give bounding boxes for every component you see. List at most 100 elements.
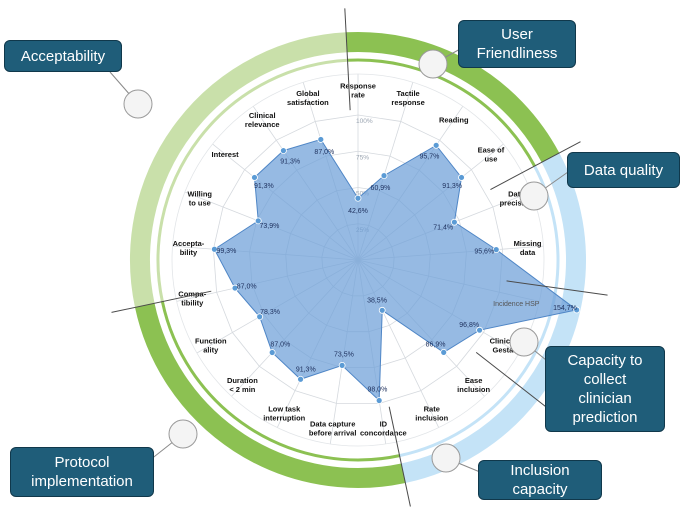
ring-data-quality-inner <box>533 165 560 289</box>
ring-protocol-implementation-inner <box>160 301 400 462</box>
radar-point <box>492 246 500 254</box>
value-label: 91,3% <box>296 366 316 373</box>
value-label: 91,3% <box>280 159 300 166</box>
inclusion-capacity-callout: Inclusion capacity <box>478 460 602 500</box>
value-label: 91,3% <box>254 183 274 190</box>
axis-label: Compa-tibility <box>178 289 206 307</box>
value-label: 71,4% <box>433 225 453 232</box>
radar-point <box>378 306 386 314</box>
value-label: 78,3% <box>260 309 280 316</box>
value-label: 73,9% <box>259 223 279 230</box>
radar-area: 42,6% 60,9% 95,7% 91,3% 71,4% 95,6% 154,7% 96,8… <box>211 136 581 404</box>
ring-inclusion-capacity <box>401 387 538 484</box>
clinician-prediction-connector-circle <box>509 327 539 357</box>
data-quality-callout: Data quality <box>567 152 680 188</box>
value-label: 95,7% <box>419 153 439 160</box>
value-label: 96,8% <box>459 322 479 329</box>
radar-outer-circle <box>171 73 545 447</box>
ring-acceptability <box>130 32 348 308</box>
acceptability-connector-circle <box>123 89 153 119</box>
clinician-prediction-callout: Capacity to collect clinician prediction <box>545 346 665 432</box>
category-divider <box>388 406 411 507</box>
protocol-implementation-connector-circle <box>168 419 198 449</box>
radar-point <box>573 306 581 314</box>
axis-label: Duration< 2 min <box>227 376 258 394</box>
ring-label: 100% <box>356 118 373 125</box>
category-divider <box>475 351 557 416</box>
value-label: 87,0% <box>237 283 257 290</box>
category-divider <box>490 141 581 191</box>
radar-point <box>211 245 218 253</box>
protocol-implementation-callout: Protocol implementation <box>10 447 154 497</box>
ring-protocol-implementation <box>134 303 406 488</box>
user-friendliness-connector-circle <box>418 49 448 79</box>
radar-data-area <box>213 138 578 402</box>
radar-point <box>432 141 440 149</box>
value-label: 87,0% <box>314 149 334 156</box>
radar-point <box>375 397 383 404</box>
callout-connectors <box>109 47 569 473</box>
category-divider <box>506 280 608 296</box>
data-quality-connector-circle <box>519 181 549 211</box>
overflow-note: Incidence HSP <box>493 301 540 308</box>
radar-point <box>280 147 287 155</box>
value-label: 99,3% <box>216 248 236 255</box>
category-divider <box>111 290 212 313</box>
value-label: 91,3% <box>442 183 462 190</box>
ring-user-friendliness-inner <box>347 58 536 167</box>
axis-label: Interest <box>212 150 240 159</box>
ring-data-quality <box>541 152 586 292</box>
acceptability-callout: Acceptability <box>4 40 122 72</box>
radar-point <box>268 349 276 356</box>
ring-clinician-prediction <box>521 288 584 401</box>
value-label: 86,9% <box>426 342 446 349</box>
value-label: 42,6% <box>348 208 368 215</box>
radar-point <box>476 326 483 334</box>
category-divider <box>344 8 351 111</box>
radar-point <box>338 361 346 369</box>
value-label: 60,9% <box>371 185 391 192</box>
category-dividers <box>111 8 608 507</box>
radar-point <box>354 194 362 202</box>
radar-point <box>440 348 448 356</box>
radar-grid-ring <box>213 114 503 404</box>
ring-label: 75% <box>356 154 369 161</box>
ring-user-friendliness <box>346 32 560 163</box>
value-label: 95,6% <box>474 249 494 256</box>
radar-point <box>297 375 304 383</box>
inclusion-capacity-connector-circle <box>431 443 461 473</box>
user-friendliness-callout: User Friendliness <box>458 20 576 68</box>
radar-point <box>231 284 239 292</box>
radar-point <box>450 218 458 226</box>
ring-acceptability-inner <box>156 58 348 302</box>
radar-point <box>380 172 388 180</box>
radar-point <box>458 174 465 181</box>
axis-label: Reading <box>439 116 469 125</box>
value-label: 87,0% <box>270 342 290 349</box>
value-label: 98,0% <box>367 387 387 394</box>
radar-point <box>317 136 325 143</box>
value-label: 154,7% <box>553 305 577 312</box>
radar-point <box>256 313 264 321</box>
axis-label: Accepta-bility <box>173 239 205 257</box>
category-rings <box>130 32 586 488</box>
ring-inclusion-capacity-inner <box>399 382 517 458</box>
value-label: 73,5% <box>334 352 354 359</box>
radar-point <box>254 217 262 225</box>
